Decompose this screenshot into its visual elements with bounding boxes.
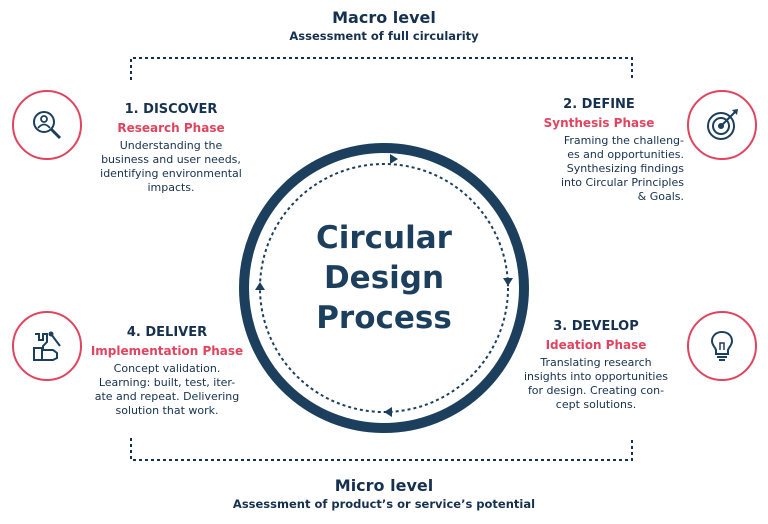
macro-level-subtitle: Assessment of full circularity xyxy=(289,29,479,43)
target-icon xyxy=(707,109,738,140)
deliver-icon-circle xyxy=(12,311,82,381)
step-deliver: 4. DELIVER Implementation Phase Concept … xyxy=(84,325,250,418)
macro-level-title: Macro level xyxy=(332,8,436,27)
step-title: 1. DISCOVER xyxy=(124,102,218,117)
outer-ring xyxy=(239,143,529,433)
arrow-top-icon xyxy=(390,154,398,164)
lightbulb-icon xyxy=(710,330,734,361)
discover-icon-circle xyxy=(12,90,82,160)
central-cycle xyxy=(239,143,529,433)
center-title-line2: Design xyxy=(323,260,445,296)
arrow-bottom-icon xyxy=(384,407,392,417)
center-title-line3: Process xyxy=(316,300,452,336)
step-description: Framing the challeng-es and opportunitie… xyxy=(560,134,684,203)
arrow-left-icon xyxy=(255,282,265,290)
center-title-line1: Circular xyxy=(316,220,452,256)
step-title: 2. DEFINE xyxy=(563,97,635,112)
magnifier-person-icon xyxy=(33,111,62,140)
step-phase: Synthesis Phase xyxy=(543,116,655,130)
step-define: 2. DEFINE Synthesis Phase Framing the ch… xyxy=(514,97,684,204)
define-icon-circle xyxy=(687,90,757,160)
step-phase: Ideation Phase xyxy=(545,338,647,352)
macro-bracket xyxy=(130,57,633,80)
tools-hand-icon xyxy=(33,331,61,361)
micro-level-subtitle: Assessment of product’s or service’s pot… xyxy=(232,497,536,511)
step-title: 3. DEVELOP xyxy=(553,319,639,334)
micro-bracket xyxy=(130,438,633,461)
step-discover: 1. DISCOVER Research Phase Understanding… xyxy=(76,102,266,195)
step-title: 4. DELIVER xyxy=(126,325,208,340)
step-description: Concept validation.Learning: built, test… xyxy=(94,362,240,417)
step-phase: Research Phase xyxy=(117,121,225,135)
micro-level-title: Micro level xyxy=(334,476,434,495)
step-phase: Implementation Phase xyxy=(90,344,244,358)
step-develop: 3. DEVELOP Ideation Phase Translating re… xyxy=(508,319,684,412)
center-title: Circular Design Process xyxy=(274,218,494,338)
develop-icon-circle xyxy=(687,311,757,381)
arrow-right-icon xyxy=(503,278,513,286)
